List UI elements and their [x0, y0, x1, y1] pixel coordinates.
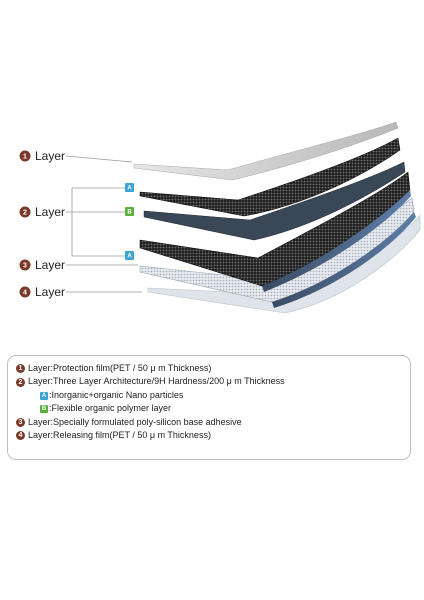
legend-number: 1 [16, 364, 25, 374]
callout-label: Layer [35, 205, 65, 219]
callout-label: Layer [35, 285, 65, 299]
legend-separator: : [50, 363, 54, 373]
legend-text: Protection film(PET / 50 μ m Thickness) [53, 363, 212, 373]
legend-item-layer-2: 2 Layer : Three Layer Architecture/9H Ha… [16, 375, 402, 388]
legend-separator: : [50, 416, 54, 427]
layer-2-sublayer-a-bottom-edge [262, 190, 411, 292]
legend-text: :Inorganic+organic Nano particles [49, 389, 184, 400]
bracket-lines [65, 155, 142, 293]
legend-item-layer-1: 1 Layer : Protection film(PET / 50 μ m T… [16, 362, 402, 375]
legend-number: 2 [16, 377, 25, 387]
callout-1: 1 Layer [19, 149, 65, 163]
callout-number: 2 [23, 210, 27, 217]
callout-circle [19, 286, 31, 298]
callout-number: 3 [23, 263, 27, 270]
layer-legend: 1 Layer : Protection film(PET / 50 μ m T… [7, 355, 411, 460]
callout-4: 4 Layer [19, 285, 65, 299]
callout-label: Layer [35, 258, 65, 272]
legend-number: 4 [16, 431, 25, 441]
legend-badge-a: A [40, 391, 48, 400]
legend-label: Layer [28, 363, 51, 373]
layer-1-protection-film [133, 121, 399, 181]
legend-item-layer-3: 3 Layer : Specially formulated poly-sili… [16, 416, 402, 429]
badge-b: B [125, 207, 134, 216]
callout-circle [19, 259, 31, 271]
legend-item-layer-4: 4 Layer : Releasing film(PET / 50 μ m Th… [16, 429, 402, 442]
legend-label: Layer [28, 416, 51, 427]
legend-text: :Flexible organic polymer layer [49, 403, 172, 414]
legend-text: Three Layer Architecture/9H Hardness/200… [53, 376, 285, 387]
legend-label: Layer [28, 430, 51, 441]
callout-number: 1 [23, 154, 27, 161]
legend-label: Layer [28, 376, 51, 387]
badge-letter: A [127, 186, 132, 192]
legend-text: Releasing film(PET / 50 μ m Thickness) [53, 430, 211, 441]
callout-number: 4 [23, 290, 27, 297]
legend-item-sublayer-b: B :Flexible organic polymer layer [16, 402, 402, 415]
legend-number: 3 [16, 417, 25, 427]
legend-badge-b: B [40, 404, 48, 413]
badge-a-bottom: A [125, 251, 134, 260]
callout-2: 2 Layer [19, 205, 65, 219]
legend-text: Specially formulated poly-silicon base a… [53, 416, 242, 427]
callout-circle [19, 150, 31, 162]
legend-item-sublayer-a: A :Inorganic+organic Nano particles [16, 389, 402, 402]
layer-3-edge [272, 212, 416, 308]
legend-separator: : [50, 376, 54, 387]
callout-circle [19, 206, 31, 218]
layer-2-sublayer-a-top [139, 137, 401, 217]
layer-stack-diagram: 1 Layer 2 Layer 3 Layer 4 Layer A B A [19, 121, 421, 314]
callout-label: Layer [35, 149, 65, 163]
badge-letter: B [127, 210, 132, 216]
callout-3: 3 Layer [19, 258, 65, 272]
badge-a-top: A [125, 183, 134, 192]
badge-letter: A [127, 254, 132, 260]
layer-2-sublayer-b [143, 161, 406, 241]
legend-separator: : [50, 430, 54, 441]
